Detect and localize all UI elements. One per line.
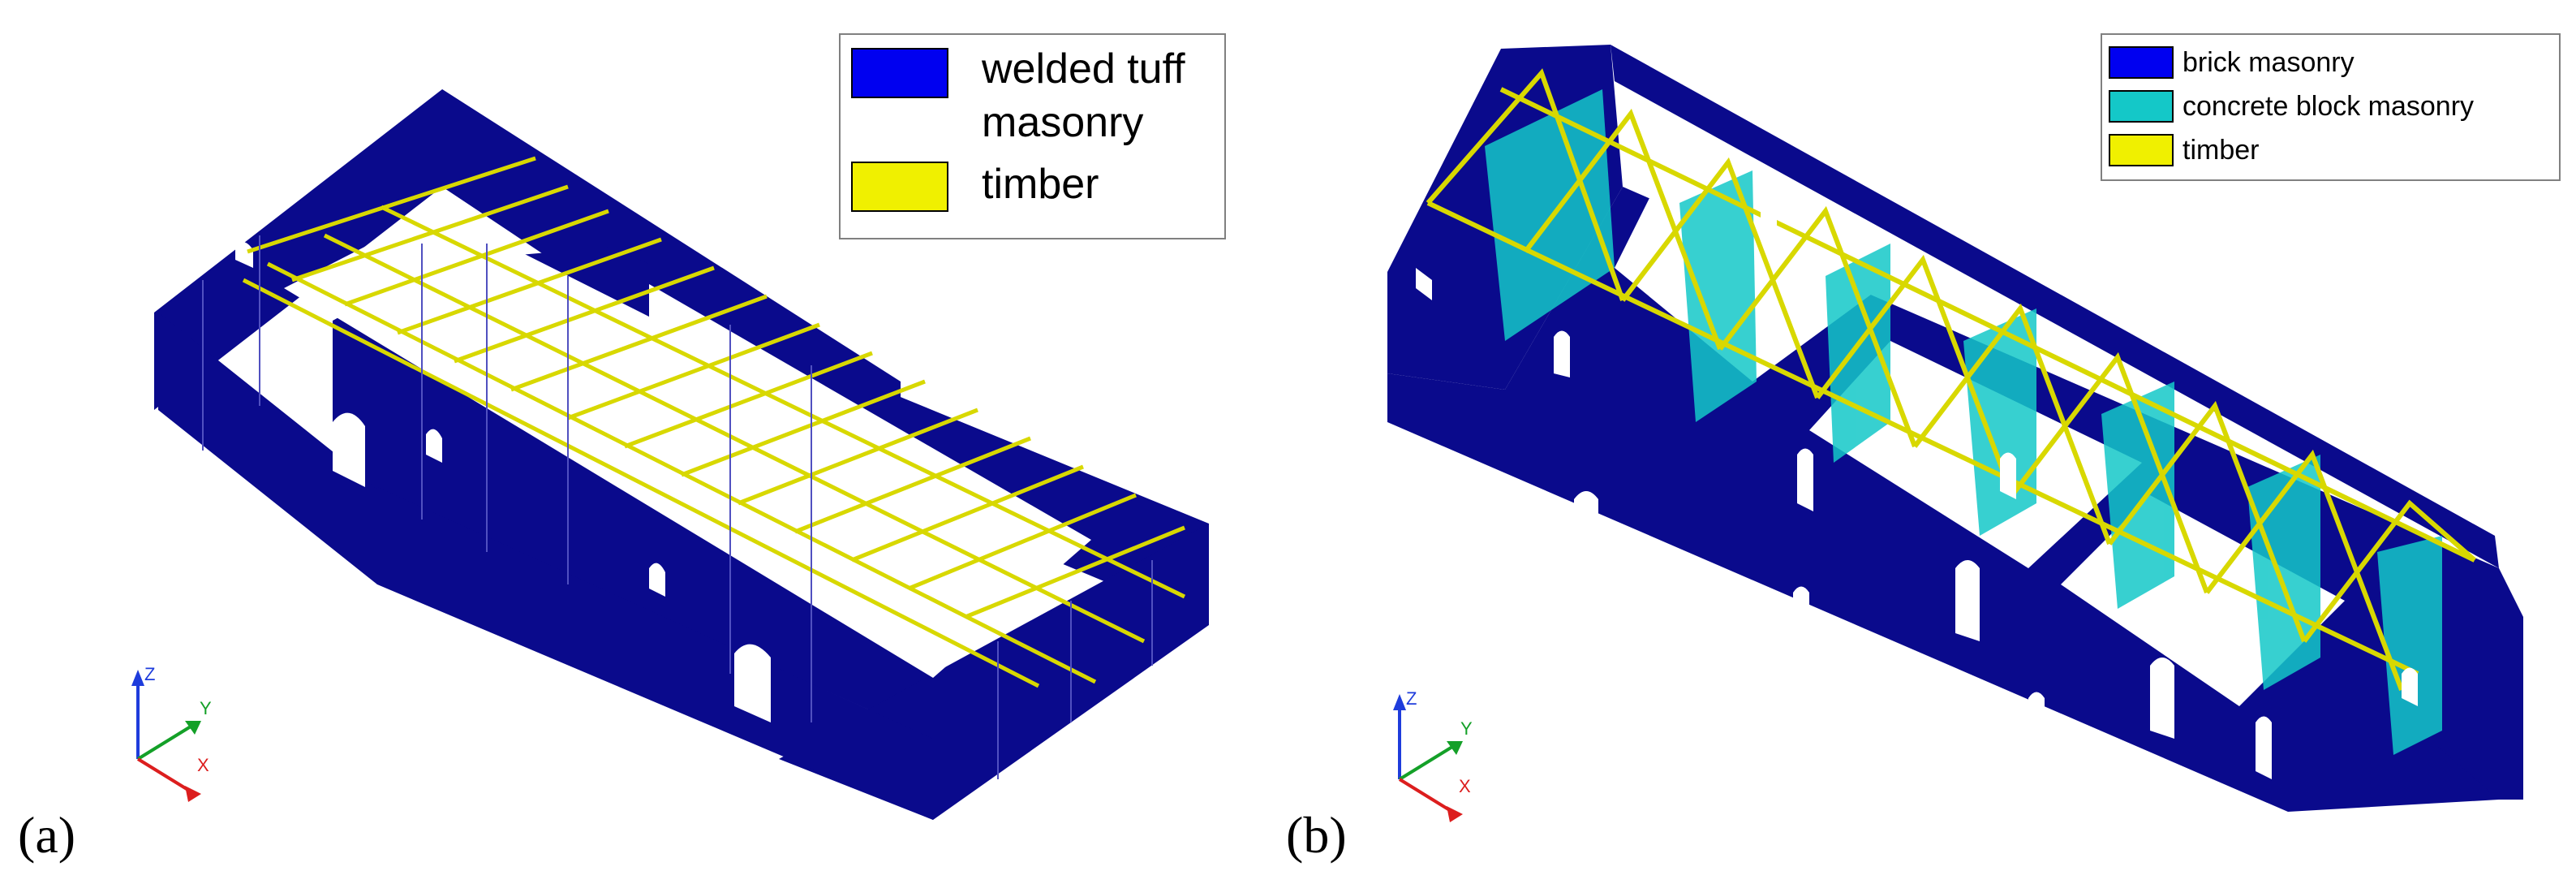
- b-legend-swatch-brick: [2109, 46, 2174, 79]
- a-door-2: [734, 644, 771, 722]
- a-front-wall-lower: [377, 487, 933, 820]
- a-legend-label-masonry-2: masonry: [982, 99, 1143, 146]
- panel-b-label: (b): [1286, 806, 1347, 864]
- a-floor-visible: [288, 213, 1091, 678]
- b-legend: brick masonry concrete block masonry tim…: [2101, 33, 2561, 181]
- b-window-4: [1793, 586, 1809, 649]
- b-axis-y-label: Y: [1460, 718, 1473, 739]
- b-window-9: [2402, 667, 2418, 706]
- b-legend-label-brick: brick masonry: [2183, 47, 2355, 78]
- b-axis-x-line: [1398, 778, 1454, 813]
- a-axis-z-arrow: [131, 670, 144, 686]
- a-left-end-wall: [158, 313, 377, 584]
- a-axis-x-label: X: [197, 755, 209, 775]
- b-back-wall: [1611, 45, 2499, 568]
- a-axis-x-arrow: [185, 786, 201, 802]
- a-timber-beams: [242, 156, 1186, 688]
- b-legend-label-concrete: concrete block masonry: [2183, 91, 2474, 122]
- b-window-3: [1797, 448, 1813, 511]
- a-axis-x-line: [136, 757, 192, 793]
- a-axis-y-arrow: [185, 721, 201, 735]
- b-axis-x-label: X: [1459, 776, 1471, 796]
- panel-a: welded tuff masonry timber Z Y X (a): [18, 33, 1226, 864]
- b-window-6: [2028, 692, 2045, 739]
- a-axis-y-label: Y: [200, 698, 212, 718]
- b-openings: [1416, 184, 2418, 779]
- a-legend-swatch-timber: [851, 162, 948, 212]
- a-door-1: [333, 412, 365, 487]
- b-window-5: [1955, 560, 1980, 641]
- b-right-gable: [2438, 560, 2523, 800]
- b-axis-y-line: [1398, 745, 1454, 781]
- b-window-1: [1554, 330, 1570, 377]
- a-back-wall: [154, 89, 897, 487]
- b-window-2: [1574, 491, 1598, 580]
- b-axis-x-arrow: [1447, 806, 1463, 822]
- b-axis-z-arrow: [1393, 694, 1406, 710]
- panel-b: brick masonry concrete block masonry tim…: [1286, 33, 2561, 864]
- panel-a-label: (a): [18, 806, 75, 864]
- a-window-1: [426, 429, 442, 463]
- b-window-7: [2150, 658, 2174, 739]
- b-window-12: [2000, 452, 2016, 499]
- a-axis-y-line: [136, 725, 192, 761]
- b-axis-y-arrow: [1447, 741, 1463, 755]
- b-window-11: [1761, 184, 1777, 231]
- b-legend-label-timber: timber: [2183, 135, 2259, 166]
- a-legend-label-timber: timber: [982, 161, 1099, 208]
- b-legend-swatch-timber: [2109, 134, 2174, 166]
- a-legend-label-masonry-1: welded tuff: [981, 45, 1185, 93]
- a-axis-z-label: Z: [144, 664, 155, 684]
- a-window-3: [235, 242, 253, 268]
- a-axes: Z Y X: [131, 664, 212, 802]
- b-window-10: [1416, 268, 1432, 300]
- a-legend: welded tuff masonry timber: [839, 33, 1226, 239]
- b-legend-swatch-concrete: [2109, 90, 2174, 123]
- b-axis-z-label: Z: [1406, 688, 1417, 709]
- a-wall-grid: [202, 235, 1153, 779]
- a-legend-swatch-masonry: [851, 48, 948, 98]
- a-window-2: [649, 563, 665, 597]
- b-timber-trusses: [1426, 68, 2476, 692]
- b-legend-box: [2101, 33, 2561, 181]
- b-axes: Z Y X: [1393, 688, 1473, 822]
- b-window-8: [2256, 716, 2272, 779]
